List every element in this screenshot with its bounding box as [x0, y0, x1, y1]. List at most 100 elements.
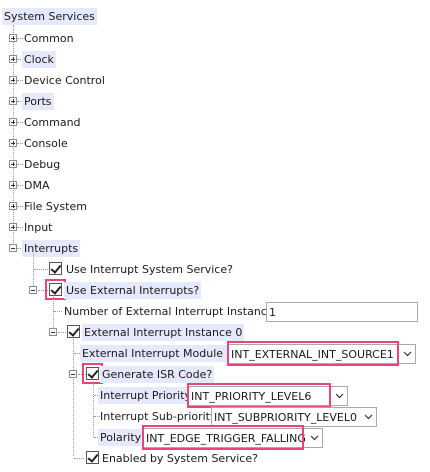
module-id-dropdown[interactable]: INT_EXTERNAL_INT_SOURCE1	[228, 344, 416, 364]
tree-item-label: Console	[24, 136, 68, 150]
tree-connector	[17, 206, 23, 207]
generate-isr-row: Generate ISR Code?	[100, 364, 215, 384]
priority-label: Interrupt Priority	[98, 386, 194, 404]
tree-guide-line	[53, 297, 54, 332]
tree-item-dma[interactable]: DMA	[22, 175, 52, 195]
tree-item-label: Interrupts	[22, 239, 81, 257]
module-id-value: INT_EXTERNAL_INT_SOURCE1	[231, 347, 394, 361]
tree-item-label: Input	[24, 220, 53, 234]
tree-item-clock[interactable]: Clock	[22, 49, 56, 69]
tree-connector	[17, 80, 23, 81]
tree-connector	[58, 332, 66, 333]
tree-connector	[78, 374, 86, 375]
collapse-generate-isr-icon[interactable]	[69, 370, 77, 378]
tree-connector	[94, 437, 100, 438]
chevron-down-icon[interactable]	[399, 345, 415, 363]
tree-item-label: Clock	[22, 50, 56, 68]
tree-root-label: System Services	[2, 7, 97, 25]
tree-item-console[interactable]: Console	[22, 133, 70, 153]
tree-item-input[interactable]: Input	[22, 217, 54, 237]
tree-guide-line	[13, 25, 14, 247]
tree-connector	[74, 353, 82, 354]
use-interrupt-system-service-checkbox[interactable]	[49, 262, 62, 275]
priority-row: Interrupt Priority	[98, 385, 194, 405]
tree-item-label: Debug	[24, 157, 61, 171]
number-of-instances-row: Number of External Interrupt Instances	[62, 301, 281, 321]
tree-item-label: DMA	[24, 178, 50, 192]
enabled-by-system-service-label: Enabled by System Service?	[102, 451, 258, 465]
subpriority-row: Interrupt Sub-priority	[98, 406, 219, 426]
chevron-down-icon[interactable]	[360, 408, 376, 426]
chevron-down-icon[interactable]	[306, 429, 322, 447]
expand-debug-icon[interactable]	[9, 160, 17, 168]
module-id-label: External Interrupt Module ID	[80, 344, 241, 362]
tree-connector	[17, 248, 23, 249]
tree-connector	[17, 59, 23, 60]
tree-connector	[17, 185, 23, 186]
collapse-instance-0-icon[interactable]	[49, 328, 57, 336]
tree-item-label: Command	[24, 115, 81, 129]
tree-connector	[54, 311, 62, 312]
expand-file-system-icon[interactable]	[9, 202, 17, 210]
collapse-external-interrupts-icon[interactable]	[29, 286, 37, 294]
tree-item-label: Common	[24, 31, 74, 45]
tree-connector	[34, 269, 48, 270]
number-of-instances-value: 1	[269, 305, 276, 319]
tree-guide-line	[73, 339, 74, 456]
tree-guide-line	[93, 381, 94, 437]
tree-connector	[17, 227, 23, 228]
tree-item-debug[interactable]: Debug	[22, 154, 62, 174]
subpriority-label: Interrupt Sub-priority	[100, 409, 217, 423]
expand-clock-icon[interactable]	[9, 55, 17, 63]
expand-ports-icon[interactable]	[9, 97, 17, 105]
tree-guide-line	[33, 253, 34, 290]
priority-value: INT_PRIORITY_LEVEL6	[191, 389, 312, 403]
tree-item-file-system[interactable]: File System	[22, 196, 89, 216]
tree-item-label: File System	[24, 199, 87, 213]
expand-device-control-icon[interactable]	[9, 76, 17, 84]
expand-console-icon[interactable]	[9, 139, 17, 147]
use-interrupt-system-service-row: Use Interrupt System Service?	[64, 259, 235, 279]
tree-item-command[interactable]: Command	[22, 112, 83, 132]
tree-connector	[17, 143, 23, 144]
subpriority-dropdown[interactable]: INT_SUBPRIORITY_LEVEL0	[211, 407, 377, 427]
instance-0-row: External Interrupt Instance 0	[82, 322, 245, 342]
instance-0-label: External Interrupt Instance 0	[82, 323, 245, 341]
polarity-row: Polarity	[98, 427, 144, 447]
tree-connector	[17, 122, 23, 123]
expand-input-icon[interactable]	[9, 223, 17, 231]
chevron-down-icon[interactable]	[331, 387, 347, 405]
tree-connector	[17, 101, 23, 102]
use-interrupt-system-service-label: Use Interrupt System Service?	[66, 262, 233, 276]
tree-connector	[94, 416, 100, 417]
instance-0-checkbox[interactable]	[67, 325, 80, 338]
tree-item-label: Device Control	[24, 73, 105, 87]
use-external-interrupts-label: Use External Interrupts?	[64, 281, 202, 299]
tree-root[interactable]: System Services	[2, 6, 97, 26]
tree-connector	[17, 164, 23, 165]
enabled-by-system-service-checkbox[interactable]	[86, 451, 99, 464]
priority-dropdown[interactable]: INT_PRIORITY_LEVEL6	[188, 386, 348, 406]
tree-connector	[74, 458, 84, 459]
tree-connector	[94, 395, 100, 396]
polarity-label: Polarity	[98, 428, 144, 446]
tree-item-interrupts[interactable]: Interrupts	[22, 238, 81, 258]
collapse-interrupts-icon[interactable]	[9, 244, 17, 252]
tree-item-label: Ports	[22, 92, 54, 110]
enabled-by-system-service-row: Enabled by System Service?	[100, 448, 260, 468]
tree-connector	[17, 38, 23, 39]
tree-item-common[interactable]: Common	[22, 28, 76, 48]
tree-connector	[38, 290, 48, 291]
number-of-instances-label: Number of External Interrupt Instances	[64, 304, 280, 318]
expand-dma-icon[interactable]	[9, 181, 17, 189]
tree-item-ports[interactable]: Ports	[22, 91, 54, 111]
generate-isr-label: Generate ISR Code?	[100, 365, 215, 383]
generate-isr-checkbox[interactable]	[86, 367, 99, 380]
tree-item-device-control[interactable]: Device Control	[22, 70, 107, 90]
number-of-instances-input[interactable]: 1	[266, 302, 418, 322]
expand-command-icon[interactable]	[9, 118, 17, 126]
polarity-dropdown[interactable]: INT_EDGE_TRIGGER_FALLING	[143, 428, 323, 448]
expand-common-icon[interactable]	[9, 34, 17, 42]
use-external-interrupts-row: Use External Interrupts?	[64, 280, 202, 300]
use-external-interrupts-checkbox[interactable]	[49, 283, 62, 296]
